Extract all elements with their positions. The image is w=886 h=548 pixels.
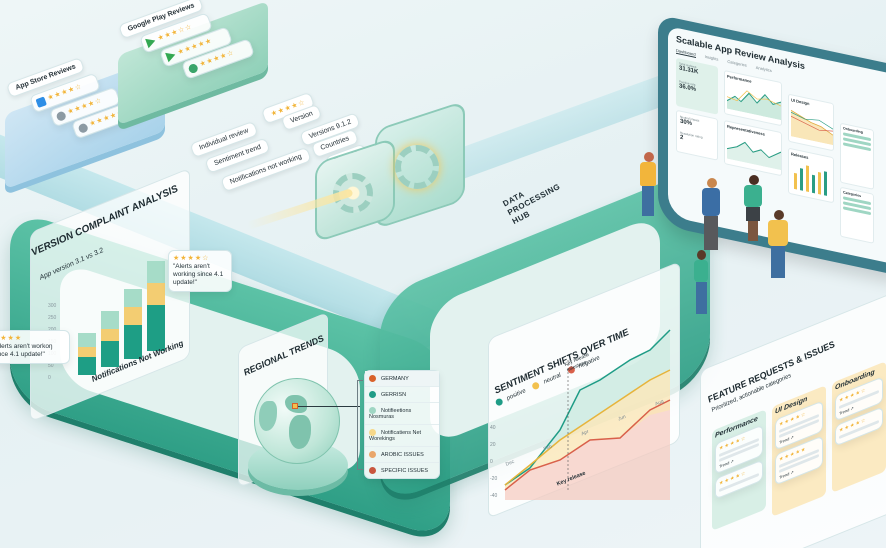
widget-representativeness[interactable]: Representativeness bbox=[724, 119, 782, 177]
sentiment-y-axis: 40 20 0 -20 -40 bbox=[490, 420, 497, 505]
legend-label: Notifieetions Nosmuras bbox=[369, 407, 412, 420]
y-tick: 0 bbox=[48, 375, 51, 381]
line-chart-icon bbox=[726, 90, 782, 121]
quote-text: "Alerts aren't working since 4.1 update!… bbox=[173, 263, 224, 286]
dot-icon bbox=[369, 451, 376, 458]
widget-releases[interactable]: Releases bbox=[788, 147, 834, 204]
legend-item-germany[interactable]: GERMANY bbox=[365, 371, 439, 387]
widget-categories[interactable]: Categories bbox=[840, 186, 874, 244]
widget-ui-design[interactable]: UI Design bbox=[788, 93, 834, 152]
person-tablet-woman bbox=[640, 152, 658, 222]
google-play-icon bbox=[145, 35, 158, 49]
line-chart-icon bbox=[726, 141, 782, 171]
gear-icon bbox=[395, 145, 439, 189]
y-tick: 250 bbox=[48, 315, 57, 321]
hub-label: DATA PROCESSING HUB bbox=[501, 173, 567, 227]
quote-text: "Alerts aren't workoŋ since 4.1 update!" bbox=[0, 343, 53, 358]
dot-icon bbox=[369, 407, 376, 414]
processing-hub bbox=[246, 100, 465, 243]
tab-insights[interactable]: Insights bbox=[704, 53, 719, 62]
y-tick: 50 bbox=[48, 363, 54, 369]
connector-line bbox=[298, 406, 360, 407]
legend-item[interactable]: AROBIC ISSUES bbox=[365, 447, 439, 463]
person-man-yellow-shirt bbox=[768, 210, 790, 286]
location-pin-icon bbox=[292, 403, 298, 409]
dot-icon bbox=[369, 391, 376, 398]
dot-icon bbox=[369, 429, 376, 436]
google-play-icon bbox=[165, 49, 178, 63]
widget-performance[interactable]: Performance bbox=[724, 69, 782, 127]
quote-bubble-1: ★★★★☆ "Alerts aren't working since 4.1 u… bbox=[168, 250, 232, 292]
dashboard-screen: Scalable App Review Analysis Dashboard I… bbox=[668, 26, 886, 264]
legend-label: Notificatiens Net Worekings bbox=[369, 429, 422, 442]
y-tick: -20 bbox=[490, 476, 498, 482]
germany-flag-icon bbox=[369, 375, 376, 382]
legend-item[interactable]: Notifieetions Nosmuras bbox=[365, 403, 439, 425]
quote-stars: ★★★★ bbox=[0, 335, 23, 342]
user-icon bbox=[55, 110, 67, 122]
person-woman-presenting bbox=[744, 175, 764, 249]
connector-bracket bbox=[357, 380, 363, 470]
quote-stars: ★★★★☆ bbox=[173, 255, 210, 262]
sentiment-line-chart bbox=[504, 329, 671, 500]
legend-label: SPECIFIC ISSUES bbox=[381, 467, 429, 474]
legend-label: AROBIC ISSUES bbox=[381, 451, 424, 458]
y-tick: 40 bbox=[490, 425, 496, 431]
bar-1 bbox=[78, 333, 96, 375]
kpi-card-top: Total reviews 31.31K Positive rate 36.0% bbox=[676, 57, 718, 115]
bar-4 bbox=[147, 261, 165, 351]
person-woman-teal bbox=[694, 250, 710, 320]
legend-item[interactable]: Notificatiens Net Worekings bbox=[365, 425, 439, 447]
tab-dashboard[interactable]: Dashboard bbox=[676, 47, 696, 58]
widget-onboarding[interactable]: Onboarding bbox=[840, 122, 874, 190]
legend-item[interactable]: SPECIFIC ISSUES bbox=[365, 463, 439, 478]
legend-label: GERRISN bbox=[381, 391, 407, 398]
feature-column-ui-design[interactable]: UI Design ★★★★☆ Trend ↗ ★★★★★ Trend ↗ bbox=[772, 385, 826, 517]
quote-bubble-2: ★★★★ "Alerts aren't workoŋ since 4.1 upd… bbox=[0, 330, 70, 364]
feature-column-onboarding[interactable]: Onboarding ★★★★☆ Trend ↗ ★★★★☆ bbox=[832, 361, 886, 493]
bar-2 bbox=[101, 311, 119, 367]
kpi-card-bottom: Neutral impact 30% Resolution rating 2 bbox=[676, 109, 718, 161]
bar-3 bbox=[124, 289, 142, 359]
tab-analytics[interactable]: Analytics bbox=[755, 64, 772, 74]
user-icon bbox=[77, 122, 89, 134]
stacked-bars bbox=[78, 255, 178, 375]
y-tick: 300 bbox=[48, 303, 57, 309]
legend-item[interactable]: GERRISN bbox=[365, 387, 439, 403]
tab-categories[interactable]: Categories bbox=[727, 58, 747, 68]
y-tick: 0 bbox=[490, 459, 493, 465]
dot-icon bbox=[369, 467, 376, 474]
globe-icon bbox=[254, 378, 340, 464]
continent-americas bbox=[259, 401, 277, 431]
user-icon bbox=[187, 62, 200, 75]
regional-legend: GERMANY GERRISN Notifieetions Nosmuras N… bbox=[364, 370, 440, 479]
y-tick: -40 bbox=[490, 493, 498, 499]
legend-label: GERMANY bbox=[381, 375, 409, 382]
continent-africa bbox=[289, 415, 311, 449]
app-store-icon bbox=[35, 96, 47, 108]
person-man-blue-shirt bbox=[702, 178, 722, 258]
area-chart-icon bbox=[790, 109, 834, 146]
y-tick: 20 bbox=[490, 442, 496, 448]
